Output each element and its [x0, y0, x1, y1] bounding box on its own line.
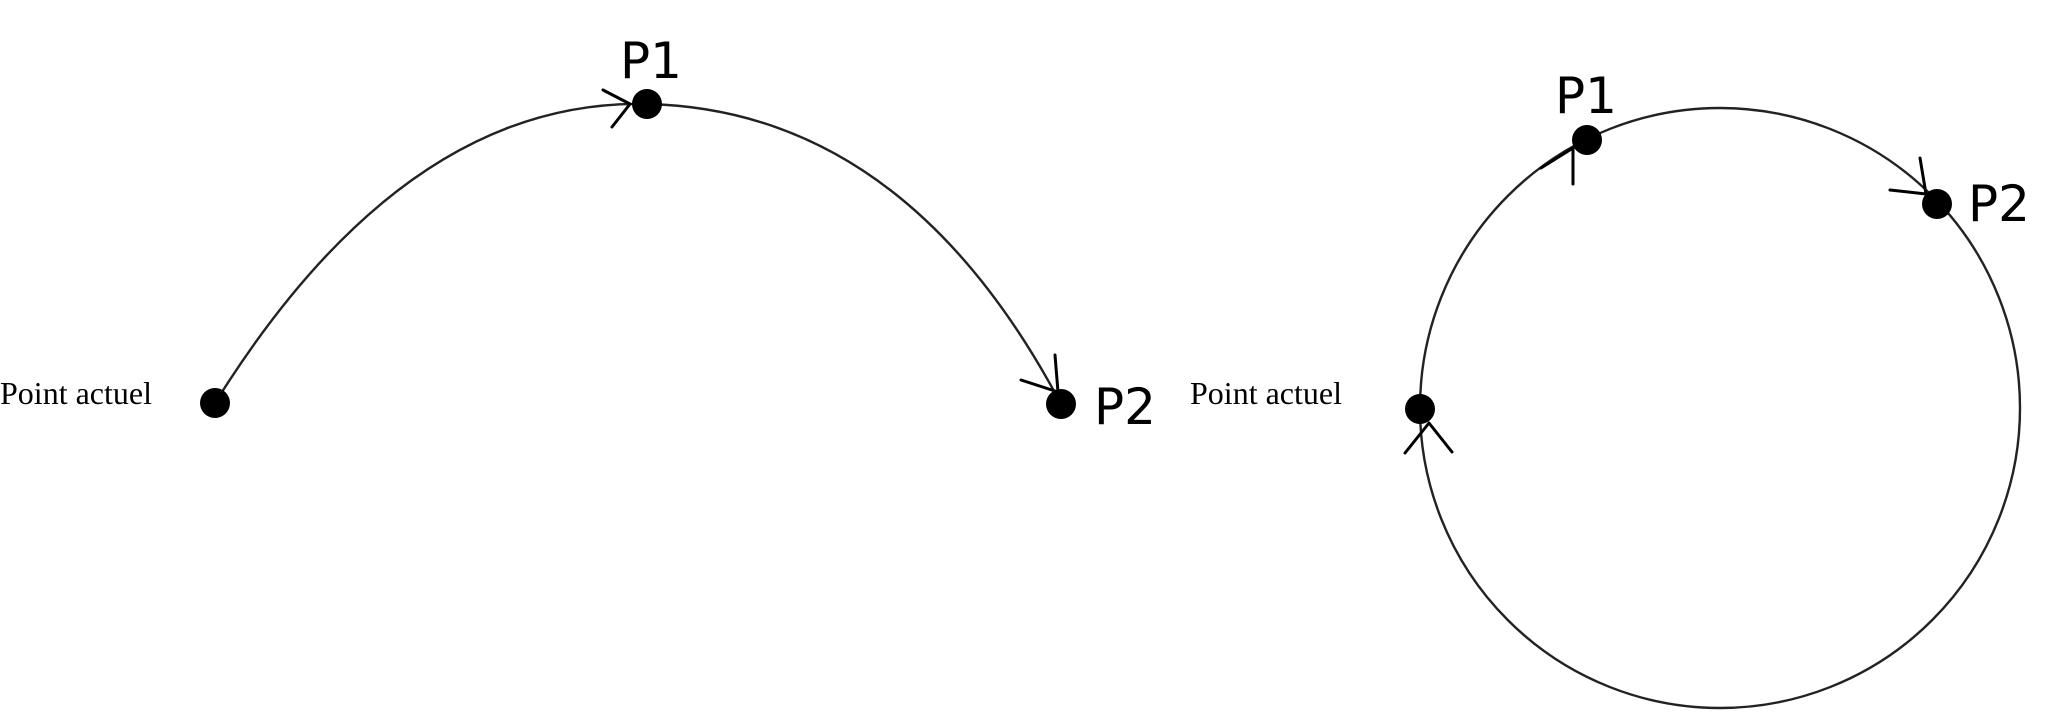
arc-start-label: Point actuel	[0, 375, 152, 411]
arc-point-p1	[632, 89, 662, 119]
circle-arrowhead-start	[1403, 421, 1454, 455]
arc-diagram: Point actuel P1 P2	[0, 32, 1156, 436]
circle-p2-label: P2	[1968, 175, 2030, 233]
circle-p1-label: P1	[1555, 67, 1617, 125]
circle-point-p2	[1922, 189, 1952, 219]
arc-curve	[213, 102, 1063, 405]
arc-start-point	[200, 388, 230, 418]
arc-arrowhead-p1	[601, 88, 632, 129]
circle-point-p1	[1572, 125, 1602, 155]
arc-point-p2	[1046, 389, 1076, 419]
circle-diagram: Point actuel P1 P2	[1190, 67, 2030, 710]
circle-start-point	[1405, 394, 1435, 424]
arc-p2-label: P2	[1094, 378, 1156, 436]
circle-arrowhead-p1	[1539, 146, 1575, 186]
circle-start-label: Point actuel	[1190, 375, 1342, 411]
arc-p1-label: P1	[620, 32, 682, 90]
